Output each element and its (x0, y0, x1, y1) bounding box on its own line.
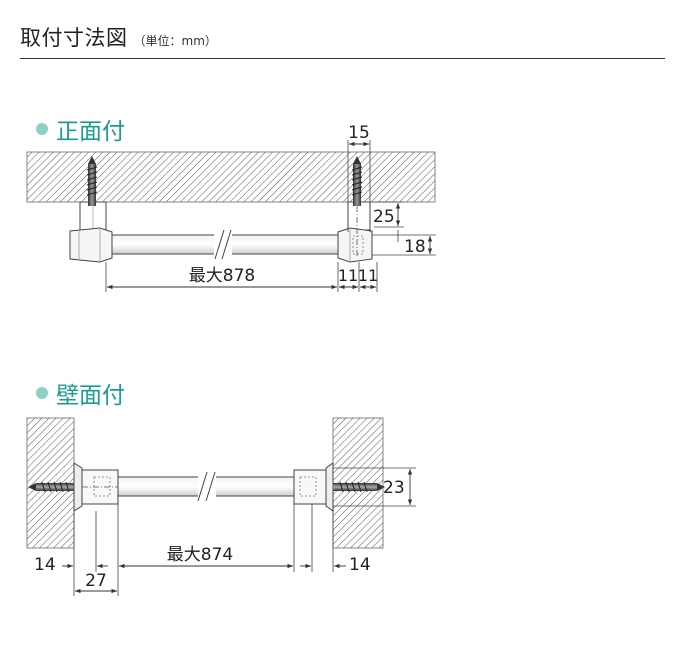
dim-11b-label: 11 (358, 266, 378, 285)
unit-label: （単位：mm） (133, 34, 217, 48)
wall-mount-drawing: 23 14 最大874 14 27 (26, 417, 416, 596)
right-wall-bracket (293, 462, 334, 512)
left-screw (86, 156, 98, 206)
dim-bracket-height: 23 (333, 467, 416, 507)
left-bracket (69, 201, 113, 263)
dim-25-label: 25 (373, 207, 395, 227)
dim-14-right-label: 14 (349, 555, 371, 575)
dim-878-label: 最大878 (189, 266, 255, 286)
left-wall-screw (28, 481, 80, 493)
section-title-front: 正面付 (36, 112, 125, 146)
bullet-dot-icon (36, 123, 48, 135)
section-wall-label: 壁面付 (56, 383, 125, 409)
right-wall-screw (333, 481, 385, 493)
bullet-dot-icon (36, 387, 48, 399)
section-title-wall: 壁面付 (36, 376, 125, 410)
left-wall-bracket (73, 462, 119, 512)
dim-11a-label: 11 (338, 266, 358, 285)
dim-18-label: 18 (404, 237, 426, 257)
dim-14-left-label: 14 (34, 555, 56, 575)
towel-bar (111, 229, 339, 260)
dim-874-label: 最大874 (167, 545, 233, 565)
header: 取付寸法図 （単位：mm） (20, 22, 665, 59)
dim-23-label: 23 (383, 478, 405, 498)
section-front-label: 正面付 (56, 119, 125, 145)
front-mount-drawing: 15 25 18 最大878 11 11 (26, 123, 436, 292)
wall-towel-bar (117, 471, 295, 502)
right-bracket (337, 201, 373, 263)
dim-drop: 25 (372, 201, 404, 228)
dim-max-length-wall: 14 最大874 14 27 (34, 504, 371, 596)
right-screw (351, 156, 363, 258)
dim-max-length-front: 最大878 11 11 (105, 262, 378, 292)
dim-bar-height: 18 (372, 230, 436, 257)
page-title: 取付寸法図 (20, 26, 128, 50)
dim-27-label: 27 (85, 571, 107, 591)
dim-15-label: 15 (348, 123, 370, 143)
dim-bracket-width: 15 (347, 123, 371, 232)
